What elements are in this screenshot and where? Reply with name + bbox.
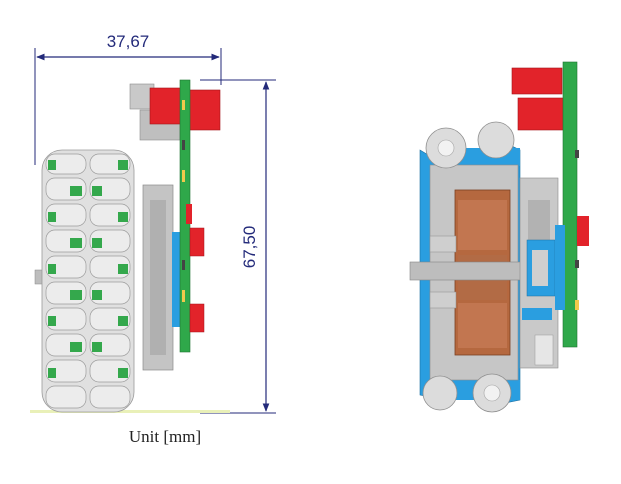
side-view-module: 37,67 67,50 (30, 32, 276, 414)
pcb-connector-red (189, 303, 205, 333)
section-pcb (562, 61, 578, 348)
omni-wheel (41, 149, 135, 413)
unit-caption: Unit [mm] (128, 427, 202, 446)
top-connector (129, 83, 221, 141)
coupling-blue (172, 232, 182, 327)
height-label: 67,50 (240, 226, 259, 269)
width-label: 37,67 (107, 32, 150, 51)
axle (409, 261, 531, 281)
pcb-connector-red (189, 227, 205, 257)
section-view-module (409, 61, 589, 413)
width-dimension (34, 48, 222, 165)
